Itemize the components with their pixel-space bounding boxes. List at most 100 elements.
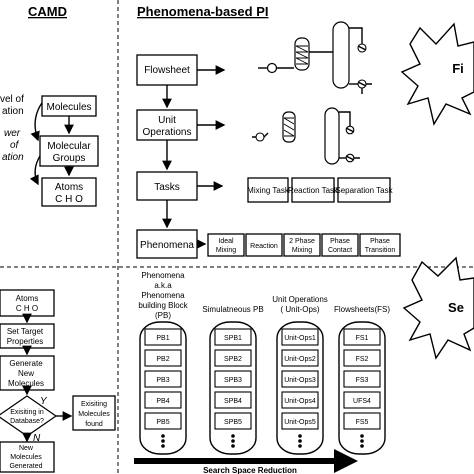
column-item-box [343, 412, 381, 430]
column-item-label: Unit-Ops5 [284, 419, 316, 426]
unit-operations-label: Unit [158, 115, 176, 126]
column-item-label: FS3 [356, 377, 369, 384]
ellipsis-dot [231, 444, 235, 448]
atoms-label: Atoms [16, 294, 39, 303]
new-generated-label: Molecules [10, 454, 42, 461]
column-item-box [343, 391, 381, 409]
atoms-box: Atoms C H O [41, 177, 97, 207]
ellipsis-dot [231, 434, 235, 438]
existing-decision: Exisiting in Database? [0, 395, 58, 437]
ellipsis-dot [161, 444, 165, 448]
burst-text-top: Fi [452, 61, 464, 76]
ellipsis-dot [360, 439, 364, 443]
column-item-box [144, 391, 182, 409]
column-item-label: SPB5 [224, 419, 242, 426]
column-item-label: PB3 [156, 377, 169, 384]
tasks-label: Tasks [154, 182, 180, 193]
generate-label: Molecules [8, 379, 44, 388]
found-box: Exisiting Molecules found [72, 395, 116, 431]
column-item-box [144, 349, 182, 367]
phase-transition-label: Phase [370, 238, 390, 245]
camd-side-label: ation [2, 106, 24, 117]
atoms-label: Atoms [55, 182, 83, 193]
pi-header: Phenomena-based PI [137, 4, 268, 19]
new-generated-box: New Molecules Generated [0, 441, 55, 473]
column-item-box [144, 328, 182, 346]
molecules-label: Molecules [46, 102, 91, 113]
column-icon [324, 107, 340, 165]
generate-label: Generate [9, 359, 43, 368]
ellipsis-dot [298, 434, 302, 438]
column-item-box [281, 412, 319, 430]
column-item-label: SPB2 [224, 356, 242, 363]
column-header-line: Unit Operations [272, 295, 328, 304]
two-phase-mixing-label: Mixing [292, 247, 312, 254]
column-item-label: FS2 [356, 356, 369, 363]
generate-label: New [18, 369, 34, 378]
column-item-label: FS5 [356, 419, 369, 426]
column-header-line: Simulatneous PB [202, 305, 263, 314]
camd-header: CAMD [28, 4, 67, 19]
column-item-box [214, 391, 252, 409]
camd-side-label: of [10, 140, 20, 151]
burst-shape-top: Fi [400, 22, 474, 126]
unit-operations-label: Operations [143, 127, 192, 138]
molecules-box: Molecules [41, 95, 97, 117]
phenomena-label: Phenomena [140, 240, 194, 251]
camd-side-label: vel of [0, 94, 24, 105]
atoms-box-bottom: Atoms C H O [0, 289, 55, 317]
search-space-label: Search Space Reduction [203, 466, 297, 474]
column-item-label: Unit-Ops4 [284, 398, 316, 405]
molecular-groups-label: Groups [53, 153, 86, 164]
atoms-formula: C H O [55, 194, 83, 205]
unit-ops-drawing [252, 107, 360, 165]
column-item-box [343, 370, 381, 388]
yes-label: Y [40, 396, 48, 407]
unit-operations-box: Unit Operations [136, 109, 198, 141]
camd-side-label: wer [4, 128, 21, 139]
column-item-label: Unit-Ops1 [284, 335, 316, 342]
flowsheet-box: Flowsheet [136, 54, 198, 86]
column-item-box [214, 349, 252, 367]
column-item-box [214, 412, 252, 430]
search-space-arrow: Search Space Reduction [134, 449, 358, 474]
two-phase-mixing-box: 2 Phase Mixing [283, 233, 321, 257]
found-label: Exisiting [81, 401, 107, 408]
mixing-task-label: Mixing Task [247, 186, 290, 195]
column-header-line: Phenomena [141, 271, 185, 280]
reaction-label: Reaction [250, 243, 278, 250]
ellipsis-dot [298, 444, 302, 448]
found-label: found [85, 421, 103, 428]
column-item-label: PB4 [156, 398, 169, 405]
ellipsis-dot [360, 434, 364, 438]
phenomena-box: Phenomena [136, 229, 198, 259]
column-header-line: ( Unit-Ops) [280, 305, 319, 314]
phase-transition-label: Transition [365, 247, 396, 254]
molecular-groups-box: Molecular Groups [39, 135, 99, 167]
column-header-line: Flowsheets(FS) [334, 305, 390, 314]
reactor-icon [282, 111, 296, 143]
column-item-label: PB5 [156, 419, 169, 426]
column-item-box [214, 328, 252, 346]
flowsheet-drawing [258, 21, 372, 94]
existing-label: Database? [10, 418, 44, 425]
column-item-box [214, 370, 252, 388]
no-label: N [33, 433, 41, 444]
set-target-label: Properties [7, 337, 43, 346]
molecular-groups-label: Molecular [47, 141, 91, 152]
ellipsis-dot [161, 434, 165, 438]
camd-side-label: ation [2, 152, 24, 163]
column-header-line: building Block [138, 301, 188, 310]
reaction-box: Reaction [245, 233, 283, 257]
ellipsis-dot [161, 439, 165, 443]
column-item-box [144, 412, 182, 430]
tasks-box: Tasks [136, 171, 198, 201]
ideal-mixing-label: Ideal [218, 238, 234, 245]
column-item-box [281, 391, 319, 409]
column-item-box [281, 370, 319, 388]
column-item-label: SPB3 [224, 377, 242, 384]
phase-contact-box: Phase Contact [321, 233, 359, 257]
separation-task-box: Separation Task [335, 177, 394, 203]
